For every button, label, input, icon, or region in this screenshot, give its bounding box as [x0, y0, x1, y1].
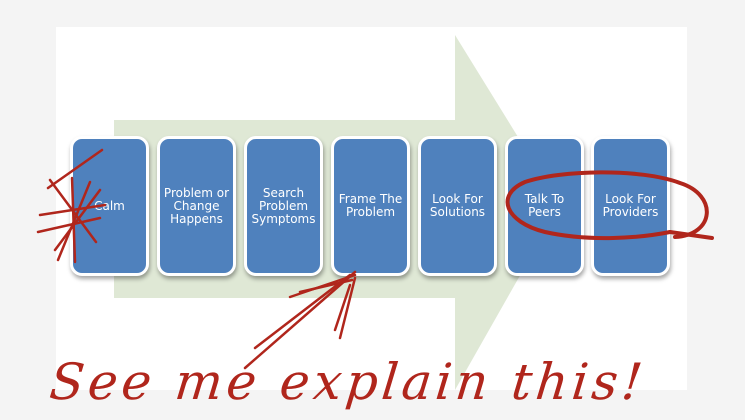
step-calm: Calm — [70, 136, 149, 276]
step-problem-or-change: Problem or Change Happens — [157, 136, 236, 276]
circle-scribble-icon — [505, 170, 714, 241]
step-search-symptoms: Search Problem Symptoms — [244, 136, 323, 276]
step-look-for-solutions: Look For Solutions — [418, 136, 497, 276]
step-look-for-providers: Look For Providers — [591, 136, 670, 276]
step-frame-problem: Frame The Problem — [331, 136, 410, 276]
step-talk-to-peers: Talk To Peers — [505, 136, 584, 276]
arrow-scribble-icon — [243, 270, 357, 370]
handwritten-caption: See me explain this! — [46, 353, 650, 411]
star-scribble-icon — [36, 148, 107, 264]
